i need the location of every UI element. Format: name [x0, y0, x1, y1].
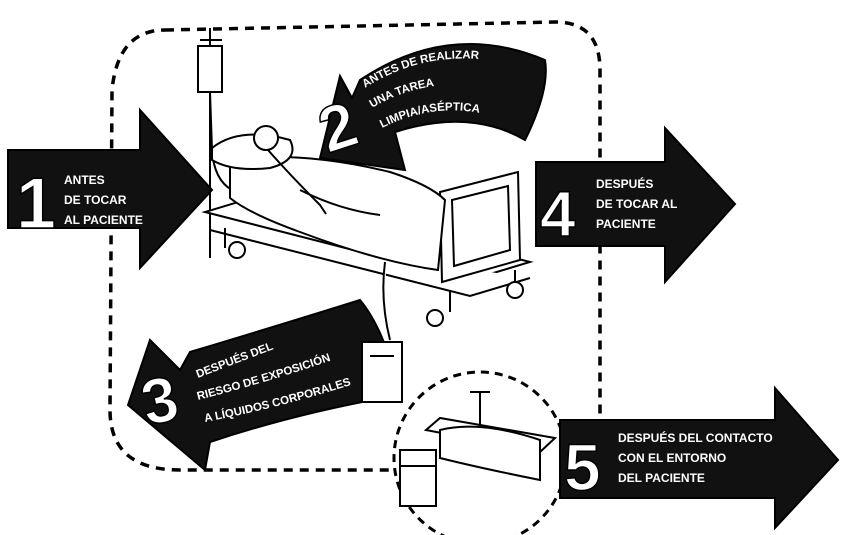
moment-5-label-line-3: DEL PACIENTE: [618, 471, 705, 485]
moment-4-label-line-1: DESPUÉS: [596, 176, 653, 191]
moment-2-arrow: 2 ANTES DE REALIZAR UNA TAREA LIMPIA/ASÉ…: [310, 44, 546, 170]
bedside-table-icon: [400, 450, 436, 506]
moment-4-number: 4: [540, 178, 576, 250]
moment-5-label-line-2: CON EL ENTORNO: [618, 451, 726, 465]
moment-1-label-line-2: DE TOCAR: [64, 193, 127, 207]
moment-1-label-line-3: AL PACIENTE: [64, 213, 143, 227]
moment-1-arrow: 1 ANTES DE TOCAR AL PACIENTE: [8, 110, 212, 268]
moment-3-arrow: 3 DESPUÉS DEL RIESGO DE EXPOSICIÓN A LÍQ…: [128, 300, 400, 470]
moment-4-arrow: 4 DESPUÉS DE TOCAR AL PACIENTE: [536, 128, 735, 282]
moment-5-number: 5: [564, 430, 601, 504]
moment-5-label-line-1: DESPUÉS DEL CONTACTO: [618, 430, 773, 445]
moment-1-label-line-1: ANTES: [64, 173, 105, 187]
moment-4-label-line-3: PACIENTE: [596, 217, 656, 231]
moment-4-label-line-2: DE TOCAR AL: [596, 197, 677, 211]
moment-1-number: 1: [16, 164, 56, 244]
